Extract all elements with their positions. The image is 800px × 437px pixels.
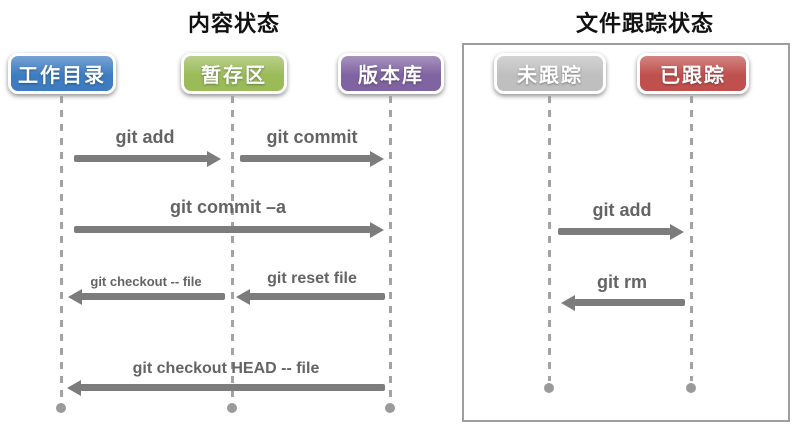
endpoint-repository bbox=[385, 403, 395, 413]
arrow-git-checkout-file bbox=[81, 293, 225, 300]
label-git-commit-a: git commit –a bbox=[169, 197, 287, 217]
lifeline-untracked bbox=[548, 96, 551, 381]
label-right-git-add: git add bbox=[592, 200, 652, 220]
arrow-git-reset-file bbox=[249, 293, 385, 300]
label-git-rm: git rm bbox=[596, 272, 647, 292]
node-untracked-label: 未跟踪 bbox=[517, 65, 583, 87]
arrow-git-checkout-head-file bbox=[80, 384, 385, 391]
node-staging-area: 暂存区 bbox=[181, 53, 287, 94]
node-repository: 版本库 bbox=[338, 53, 444, 94]
endpoint-staging-area bbox=[227, 403, 237, 413]
endpoint-working-directory bbox=[56, 403, 66, 413]
label-git-checkout-file: git checkout -- file bbox=[90, 274, 202, 289]
label-git-add: git add bbox=[115, 127, 175, 147]
lifeline-tracked bbox=[690, 96, 693, 381]
arrow-git-rm bbox=[574, 299, 685, 306]
node-staging-area-label: 暂存区 bbox=[201, 65, 267, 87]
lifeline-repository bbox=[389, 96, 392, 402]
node-tracked: 已跟踪 bbox=[637, 53, 749, 94]
arrow-right-git-add bbox=[558, 228, 671, 235]
node-working-directory-label: 工作目录 bbox=[18, 65, 106, 87]
lifeline-working-directory bbox=[60, 96, 63, 402]
arrow-git-add bbox=[74, 155, 208, 162]
label-git-checkout-head-file: git checkout HEAD -- file bbox=[132, 360, 320, 377]
lifeline-staging-area bbox=[231, 96, 234, 402]
endpoint-untracked bbox=[544, 383, 554, 393]
left-panel-title: 内容状态 bbox=[187, 11, 280, 36]
right-panel-border bbox=[462, 43, 790, 422]
arrow-git-commit-a bbox=[74, 226, 371, 233]
arrow-git-commit bbox=[240, 155, 371, 162]
node-working-directory: 工作目录 bbox=[8, 53, 116, 94]
node-untracked: 未跟踪 bbox=[494, 53, 606, 94]
label-git-reset-file: git reset file bbox=[267, 270, 357, 287]
label-git-commit: git commit bbox=[266, 127, 358, 147]
endpoint-tracked bbox=[686, 383, 696, 393]
right-panel-title: 文件跟踪状态 bbox=[575, 11, 714, 36]
node-tracked-label: 已跟踪 bbox=[660, 65, 726, 87]
node-repository-label: 版本库 bbox=[358, 65, 424, 87]
